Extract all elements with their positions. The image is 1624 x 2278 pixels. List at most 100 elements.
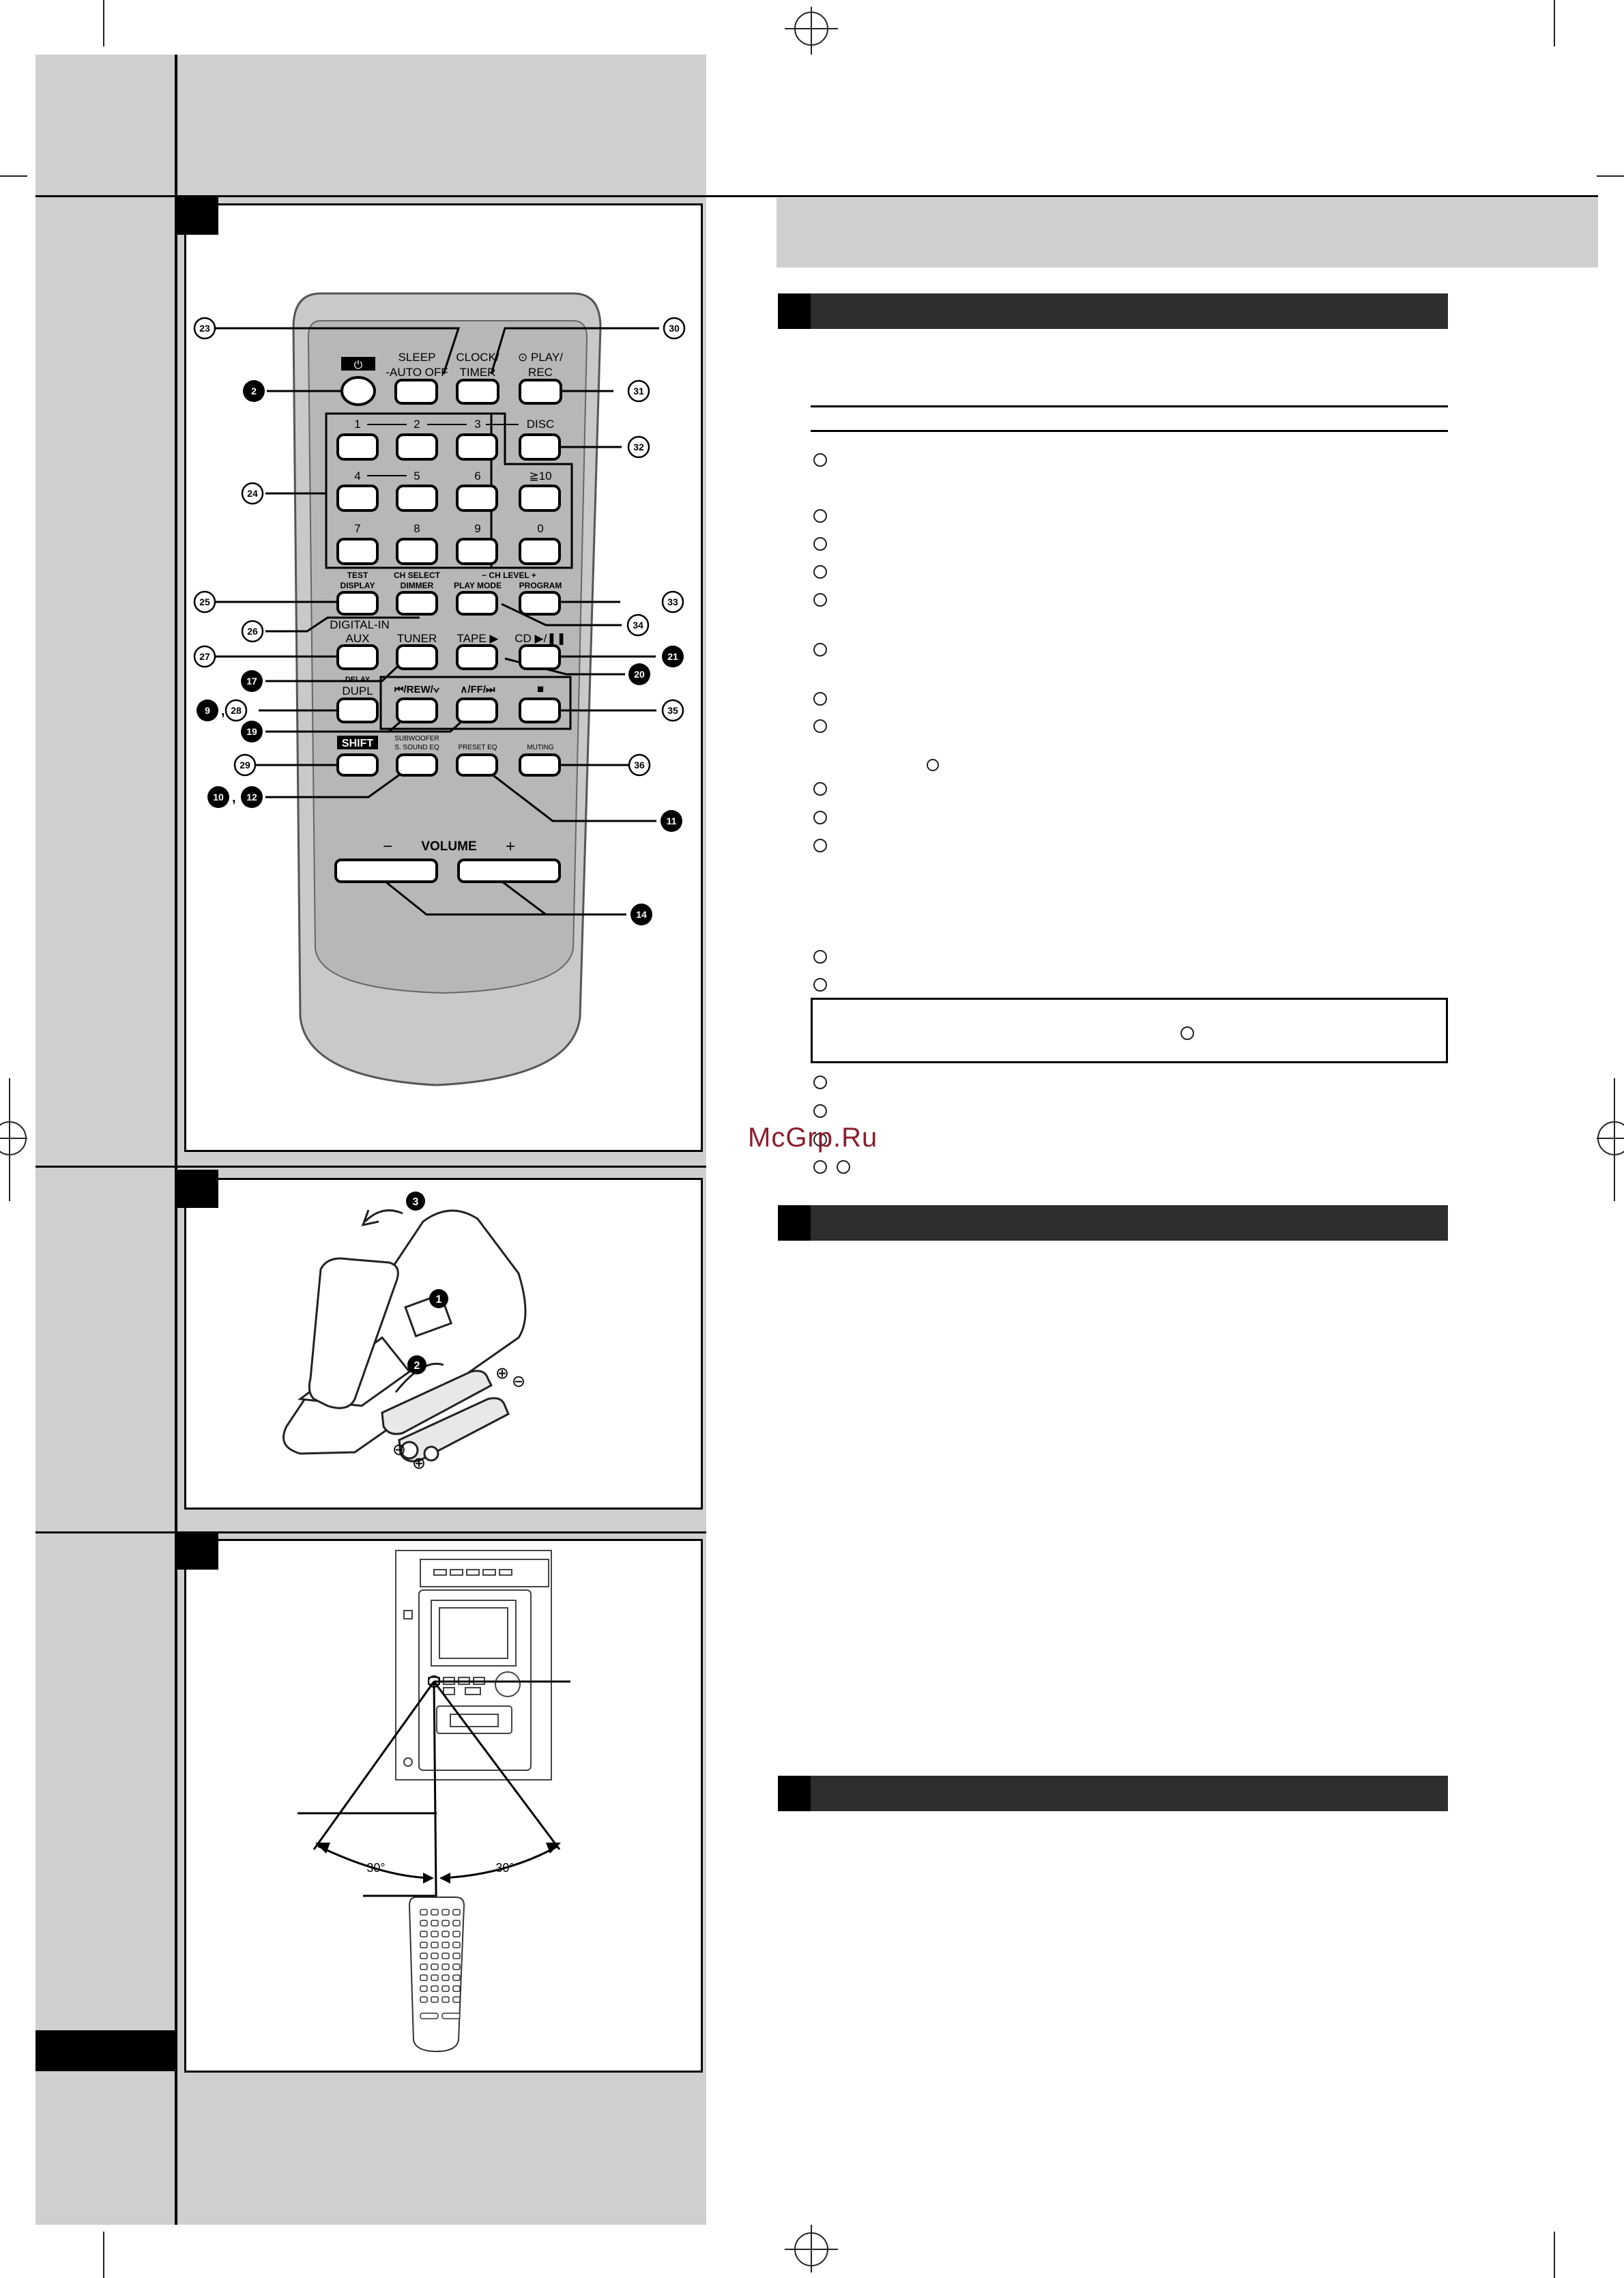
vol-plus-label: + [506, 837, 515, 856]
table-rule-bottom [811, 430, 1448, 432]
note-box-marker [1180, 1026, 1194, 1040]
section-bar-2 [778, 1205, 1448, 1241]
shift-label-box [337, 736, 378, 749]
dimmer-label: DIMMER [401, 581, 434, 590]
list-marker-16 [813, 1133, 827, 1147]
section-divider-1 [35, 1166, 706, 1168]
power-button[interactable] [340, 376, 376, 406]
disc-button[interactable] [519, 433, 561, 461]
callout-30-text: 30 [669, 323, 680, 334]
callout-24 [241, 482, 264, 505]
digit-5-label: 5 [414, 470, 420, 482]
aux-button[interactable] [336, 644, 379, 670]
list-marker-7 [813, 692, 827, 706]
preset-eq-button[interactable] [456, 753, 498, 777]
callout-31 [627, 379, 650, 403]
digit-10-button[interactable] [519, 485, 561, 512]
callout-36-text: 36 [634, 760, 645, 770]
clock-label-2: TIMER [460, 366, 496, 379]
battery-step-2 [407, 1355, 426, 1374]
list-marker-10 [813, 811, 827, 824]
digit-6-button[interactable] [456, 485, 498, 512]
muting-button[interactable] [519, 753, 561, 777]
ff-button[interactable] [456, 697, 498, 723]
rew-button[interactable] [396, 697, 438, 723]
list-marker-8 [813, 719, 827, 733]
clock-timer-button[interactable] [456, 379, 499, 405]
sleep-button[interactable] [394, 379, 438, 405]
callout-33 [661, 590, 684, 614]
callout-29-text: 29 [240, 760, 250, 770]
callout-33-text: 33 [667, 596, 678, 607]
list-marker-17a [813, 1160, 827, 1174]
stop-button[interactable] [519, 697, 561, 723]
subwoofer-button[interactable] [396, 753, 438, 777]
volume-up-button[interactable] [457, 859, 561, 883]
section-bar-3 [778, 1776, 1448, 1811]
digit-5-button[interactable] [396, 485, 438, 512]
figure-2-marker [176, 1170, 218, 1208]
battery-step-1 [429, 1289, 448, 1308]
tuner-label: TUNER [397, 632, 437, 645]
callout-9-text: 9 [205, 705, 210, 716]
digit-7-button[interactable] [336, 538, 379, 565]
callout-19-text: 19 [246, 726, 257, 737]
dupl-label: DUPL [342, 684, 373, 697]
dupl-button[interactable] [336, 697, 379, 723]
play-rec-label-2: REC [528, 366, 553, 379]
play-mode-button[interactable] [456, 591, 498, 616]
shift-button[interactable] [336, 753, 379, 777]
figure-1-marker [176, 197, 218, 235]
tuner-button[interactable] [396, 644, 438, 670]
tape-button[interactable] [456, 644, 498, 670]
list-marker-1 [813, 453, 827, 467]
list-marker-6 [813, 643, 827, 657]
sleep-label-2: -AUTO OFF [386, 366, 448, 379]
ch-level-label: − CH LEVEL + [482, 571, 536, 580]
callout-26-text: 26 [247, 626, 258, 637]
digit-8-button[interactable] [396, 538, 438, 565]
minus-sign-2: ⊖ [392, 1441, 406, 1459]
callout-24-text: 24 [247, 488, 258, 499]
digit-8-label: 8 [414, 522, 420, 535]
left-column-divider [175, 55, 177, 2225]
callout-28 [224, 699, 248, 722]
cd-button[interactable] [519, 644, 561, 670]
delay-label: DELAY [345, 676, 371, 684]
list-marker-13 [813, 978, 827, 992]
callout-36 [628, 753, 651, 777]
power-symbol: ⏻ [354, 360, 363, 371]
ch-select-label: CH SELECT [394, 571, 441, 580]
list-marker-17b [837, 1160, 850, 1174]
digit-2-button[interactable] [396, 433, 438, 461]
test-display-button[interactable] [336, 591, 379, 616]
callout-10 [207, 786, 229, 808]
display-label: DISPLAY [340, 581, 375, 590]
program-button[interactable] [519, 591, 561, 616]
callout-26 [241, 620, 264, 643]
remote-control-diagram: ⏻ SLEEP -AUTO OFF CLOCK/ TIMER ⊙ PLAY/ R… [193, 292, 686, 1086]
callout-11-text: 11 [667, 816, 677, 826]
header-rule [35, 195, 1598, 197]
ch-select-dimmer-button[interactable] [396, 591, 438, 616]
remote-sensor [428, 1675, 440, 1688]
preset-eq-label: PRESET EQ [458, 744, 497, 751]
digit-1-button[interactable] [336, 433, 379, 461]
digit-3-button[interactable] [456, 433, 498, 461]
digit-0-button[interactable] [519, 538, 561, 565]
muting-label: MUTING [527, 744, 554, 751]
digit-9-button[interactable] [456, 538, 498, 565]
play-mode-label: PLAY MODE [454, 581, 502, 590]
table-rule-top [811, 405, 1448, 407]
right-angle-label: 30° [495, 1861, 514, 1875]
comma-9-28: , [221, 704, 225, 719]
list-marker-12 [813, 950, 827, 964]
callout-12-text: 12 [246, 792, 257, 803]
stop-label: ■ [537, 682, 544, 695]
callout-20 [628, 663, 650, 685]
volume-down-button[interactable] [334, 859, 438, 883]
play-rec-button[interactable] [519, 379, 562, 405]
list-marker-9 [813, 782, 827, 796]
callout-25-text: 25 [199, 596, 210, 607]
digit-4-button[interactable] [336, 485, 379, 512]
